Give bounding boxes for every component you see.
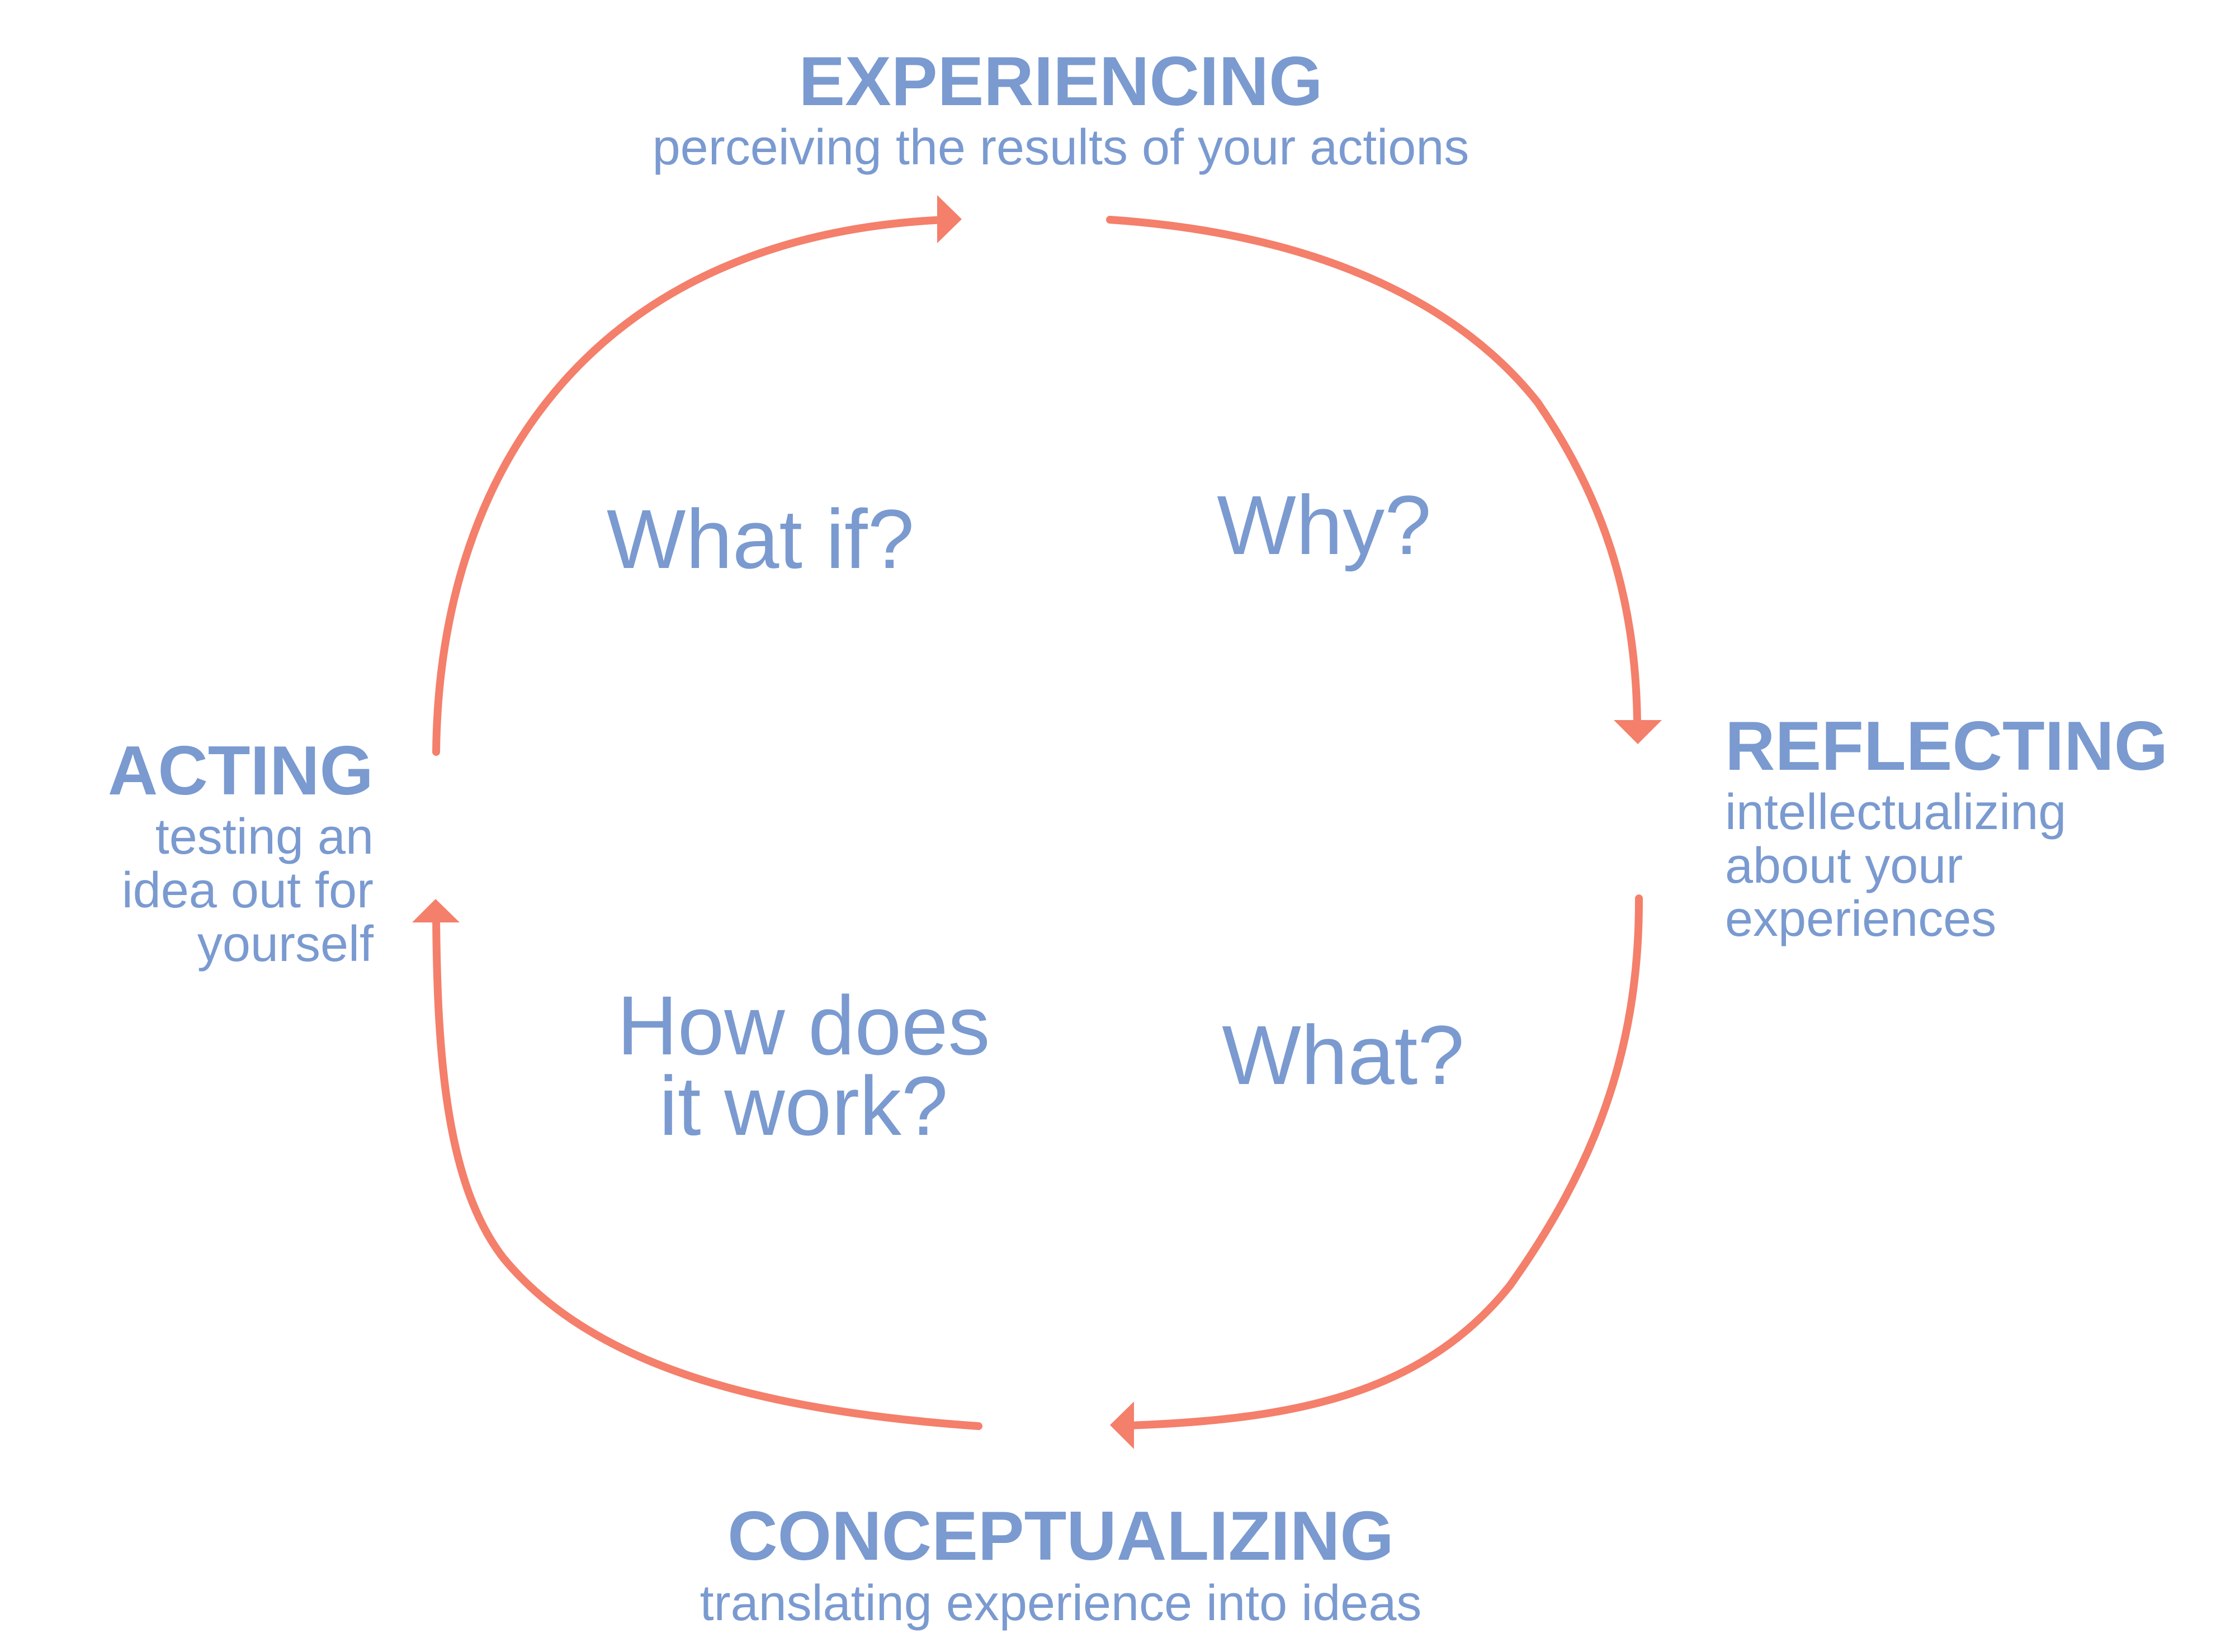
stage-title-acting: ACTING [108, 732, 374, 810]
question-how-does-it-work-line-1: How does [617, 978, 990, 1072]
stage-title-experiencing: EXPERIENCING [798, 43, 1322, 120]
stage-title-reflecting: REFLECTING [1725, 708, 2168, 785]
stage-description-conceptualizing: translating experience into ideas [700, 1575, 1422, 1631]
stage-description-reflecting-line-3: experiences [1725, 891, 1996, 947]
stage-acting: ACTING testing an idea out for yourself [108, 732, 374, 972]
stage-title-conceptualizing: CONCEPTUALIZING [727, 1498, 1394, 1575]
arrow-acting-to-experiencing [432, 216, 949, 756]
stage-experiencing: EXPERIENCING perceiving the results of y… [653, 43, 1469, 176]
cycle-arrows [412, 195, 1662, 1449]
stage-description-reflecting-line-1: intellectualizing [1725, 784, 2066, 840]
arrow-reflecting-to-conceptualizing [1123, 894, 1643, 1429]
question-what-if: What if? [607, 492, 914, 586]
arrowhead-conceptualizing [1110, 1402, 1134, 1449]
arrowhead-acting [412, 899, 460, 922]
stage-description-reflecting-line-2: about your [1725, 838, 1963, 894]
stage-description-acting-line-1: testing an [155, 809, 374, 865]
question-what: What? [1222, 1008, 1464, 1102]
stage-conceptualizing: CONCEPTUALIZING translating experience i… [700, 1498, 1422, 1631]
question-how-does-it-work-line-2: it work? [659, 1059, 948, 1153]
stage-description-experiencing: perceiving the results of your actions [653, 120, 1469, 176]
arrowhead-experiencing [937, 195, 962, 243]
arrow-conceptualizing-to-acting [432, 913, 982, 1430]
arrow-experiencing-to-reflecting [1106, 216, 1641, 733]
stage-description-acting-line-2: idea out for [122, 863, 374, 919]
stage-reflecting: REFLECTING intellectualizing about your … [1725, 708, 2168, 947]
arrowhead-reflecting [1614, 720, 1662, 744]
stage-description-acting-line-3: yourself [197, 916, 374, 972]
question-why: Why? [1217, 478, 1431, 572]
